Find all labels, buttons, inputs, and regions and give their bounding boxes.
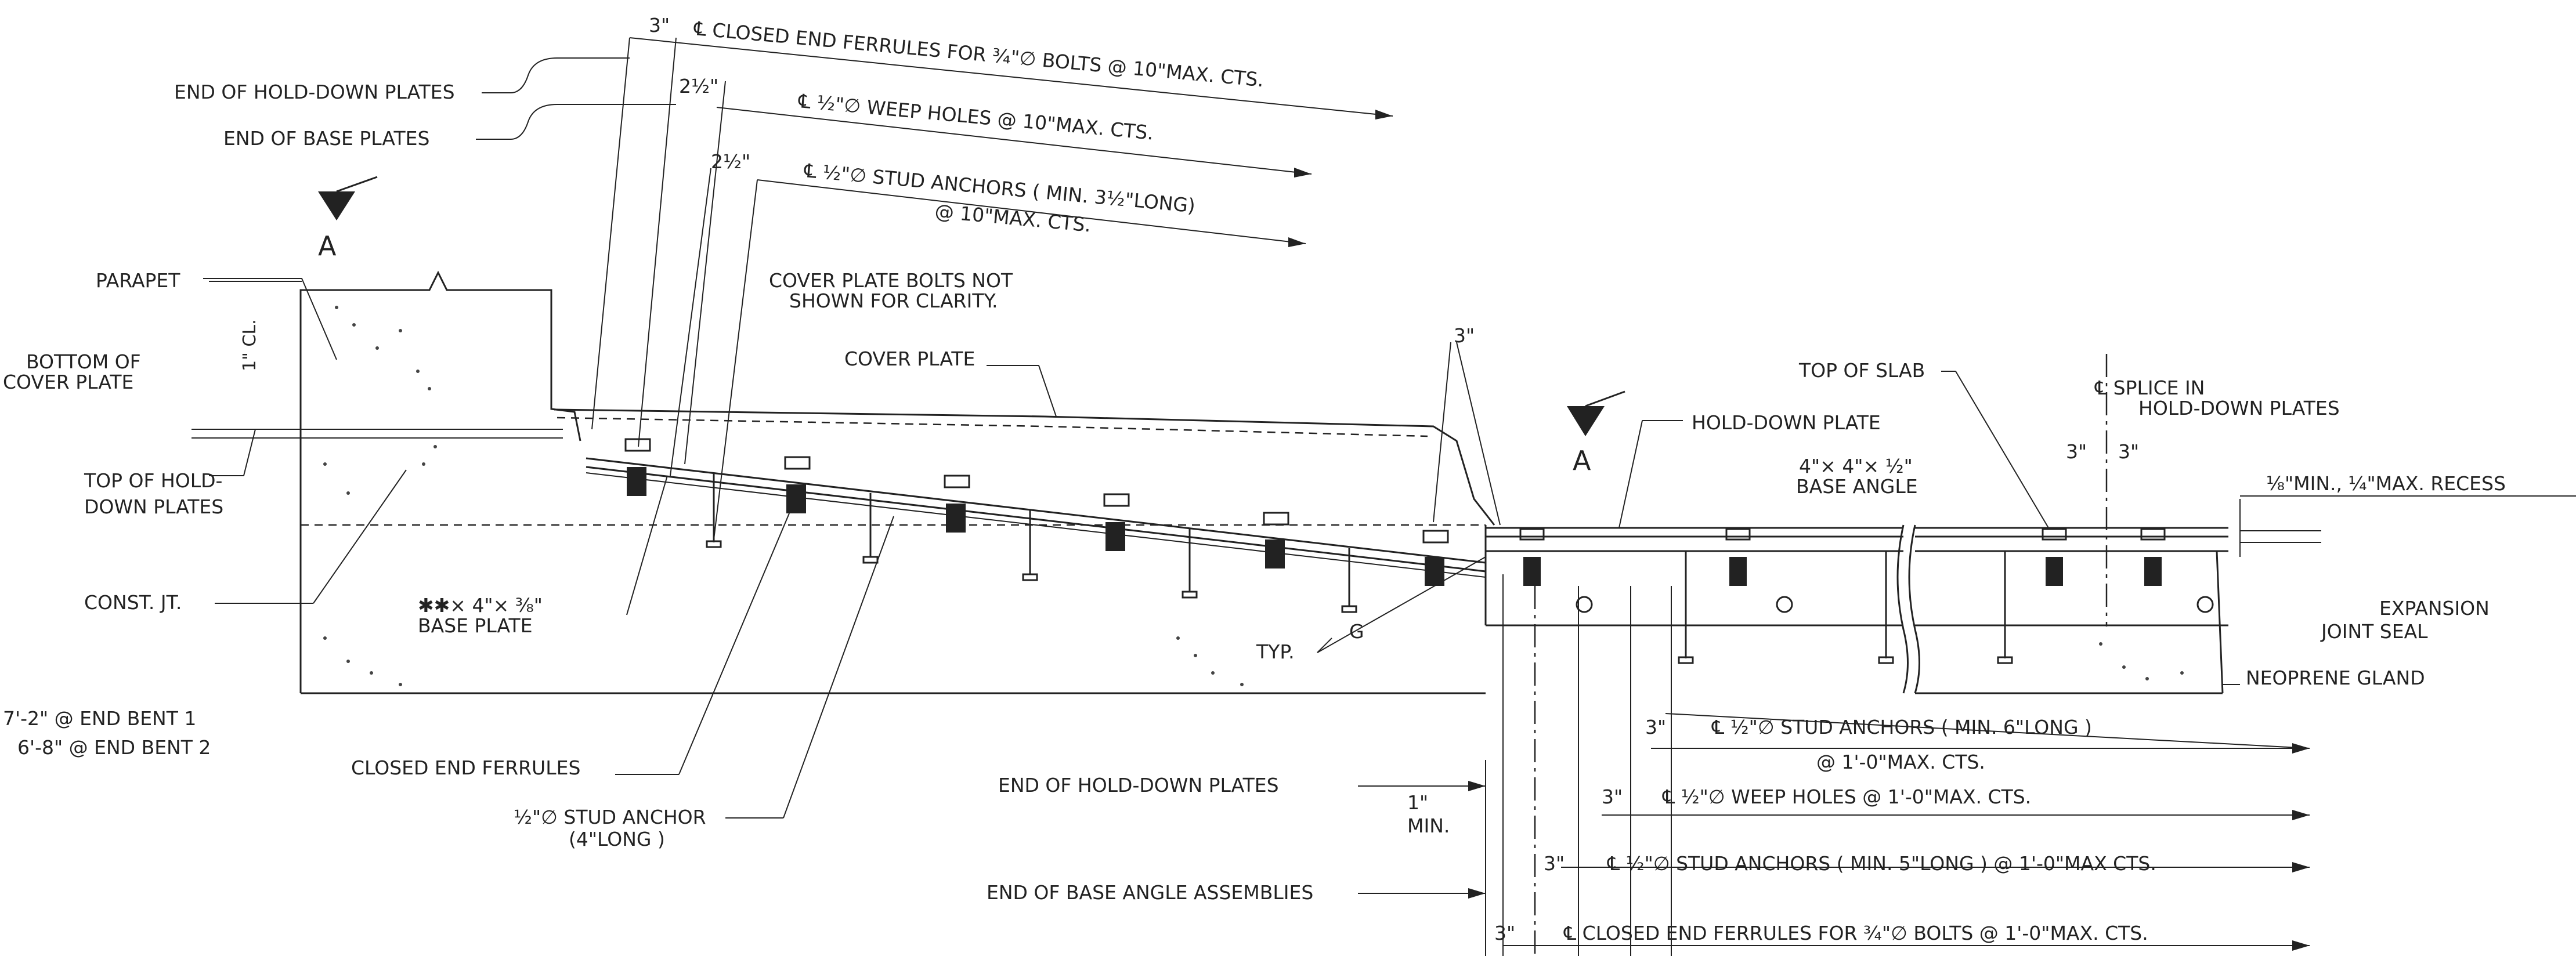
arrowheads [1288, 110, 2310, 951]
recess-label: ⅛"MIN., ¼"MAX. RECESS [2266, 472, 2506, 495]
base-plate-2: BASE PLATE [418, 614, 533, 637]
bottom-cover-1: BOTTOM OF [26, 350, 141, 373]
one-in-min-2: MIN. [1407, 814, 1450, 837]
closed-end-ferrules: CLOSED END FERRULES [351, 756, 580, 779]
bent2-label: 6'-8" @ END BENT 2 [17, 736, 211, 759]
section-markers [318, 176, 1625, 436]
stud-bot-1: ℄ ½"∅ STUD ANCHORS ( MIN. 6"LONG ) [1711, 716, 2092, 738]
exp-seal-1: EXPANSION [2379, 597, 2490, 620]
cover-plate-label: COVER PLATE [844, 347, 975, 370]
typ-label: TYP. [1256, 640, 1295, 663]
section-a-left: A [318, 230, 337, 262]
dim-2half-a: 2½" [679, 75, 718, 97]
dim-3in-b4: 3" [1494, 922, 1515, 944]
holddown-plate-label: HOLD-DOWN PLATE [1692, 411, 1881, 434]
angle-1: 4"× 4"× ½" [1799, 455, 1913, 477]
const-jt: CONST. JT. [84, 591, 182, 614]
bottom-cover-2: COVER PLATE [3, 371, 133, 393]
neoprene-label: NEOPRENE GLAND [2246, 667, 2425, 689]
sloped-plates [554, 408, 1495, 578]
dim-3in-mid: 3" [1454, 324, 1475, 347]
top-holddown-1: TOP OF HOLD- [84, 469, 222, 492]
leader-lines [192, 37, 2576, 956]
stud-bot-3: ℄ ½"∅ STUD ANCHORS ( MIN. 5"LONG ) @ 1'-… [1607, 852, 2156, 875]
holddown-horizontal [1484, 354, 2228, 956]
one-inch-cl: 1" CL. [240, 319, 260, 371]
one-in-min-1: 1" [1407, 791, 1428, 814]
dim-2half-b: 2½" [711, 150, 750, 173]
cover-note-2: SHOWN FOR CLARITY. [789, 289, 998, 312]
weep-bot: ℄ ½"∅ WEEP HOLES @ 1'-0"MAX. CTS. [1662, 785, 2031, 808]
parapet-label: PARAPET [96, 269, 180, 292]
stud-anchor-1: ½"∅ STUD ANCHOR [514, 806, 706, 828]
angle-2: BASE ANGLE [1796, 475, 1918, 498]
dim-3in-b3: 3" [1544, 852, 1565, 875]
dim-3in-top: 3" [649, 14, 670, 37]
top-slab-label: TOP OF SLAB [1798, 359, 1925, 382]
weld-g: G [1349, 620, 1364, 643]
dim-3in-b2: 3" [1602, 785, 1623, 808]
splice-2: HOLD-DOWN PLATES [2138, 397, 2340, 419]
splice-1: ℄ SPLICE IN [2094, 376, 2205, 399]
ferrules-bot: ℄ CLOSED END FERRULES FOR ¾"∅ BOLTS @ 1'… [1563, 922, 2148, 944]
cover-note-1: COVER PLATE BOLTS NOT [769, 269, 1013, 292]
end-holddown-bot: END OF HOLD-DOWN PLATES [998, 774, 1279, 796]
ferrules-top-note: ℄ CLOSED END FERRULES FOR ¾"∅ BOLTS @ 10… [692, 17, 1264, 91]
end-base-top: END OF BASE PLATES [223, 127, 429, 150]
top-holddown-2: DOWN PLATES [84, 495, 223, 518]
concrete-outline [192, 270, 1486, 694]
drawing-labels: 3" ℄ CLOSED END FERRULES FOR ¾"∅ BOLTS @… [3, 14, 2506, 944]
exp-seal-2: JOINT SEAL [2320, 620, 2428, 643]
dim-3in-b1: 3" [1645, 716, 1666, 738]
end-holddown-top: END OF HOLD-DOWN PLATES [174, 81, 455, 103]
section-a-right: A [1573, 445, 1591, 476]
stud-anchor-2: (4"LONG ) [569, 828, 665, 850]
bent1-label: 7'-2" @ END BENT 1 [3, 707, 196, 730]
bolts-sloped [624, 438, 1449, 586]
dim-3in-s2: 3" [2118, 440, 2139, 463]
dim-3in-s1: 3" [2066, 440, 2087, 463]
base-plate-1: ✱✱× 4"× ⅜" [418, 594, 543, 617]
stud-bot-2: @ 1'-0"MAX. CTS. [1816, 751, 1985, 773]
concrete-stipple [323, 306, 2184, 686]
end-base-angle: END OF BASE ANGLE ASSEMBLIES [987, 881, 1313, 904]
